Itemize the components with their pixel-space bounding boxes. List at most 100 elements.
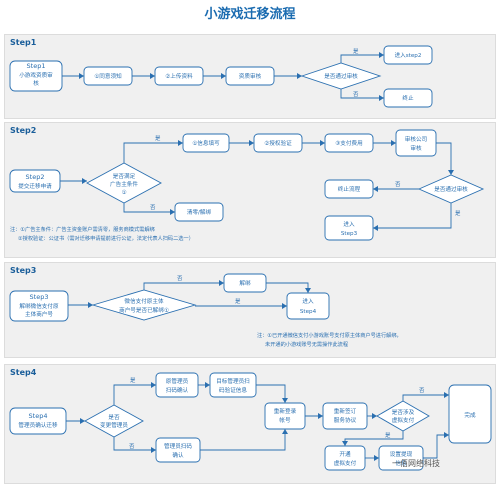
s1-arrow-no (340, 89, 384, 101)
s1-decision-label: 是否通过审核 (324, 72, 358, 80)
s4-withdraw-line2: 信息 (395, 459, 407, 467)
s4-sign-box (322, 402, 368, 430)
s2-note-1: 注：①广告主条件：广告主资金账户需清零，服务商模式需解绑 (10, 225, 155, 233)
s1-decision (300, 62, 382, 90)
s3-no-label: 否 (177, 275, 183, 282)
s2-arrow-5 (436, 142, 454, 175)
s4-relogin-box (264, 402, 306, 430)
s3-decision-line1: 微信支付原主体 (124, 297, 164, 305)
s1-end-label: 终止 (402, 94, 414, 102)
s3-arrow-no (143, 280, 224, 290)
s2-pay-label: ③支付费用 (335, 139, 362, 147)
s2-start-line1: Step2 (26, 173, 45, 181)
s2-enter-line2: Step3 (341, 231, 358, 237)
s3-start-line2: 解绑微信支付原 (19, 302, 59, 310)
s2-no-label: 否 (150, 204, 156, 211)
step4-title: Step4 (10, 368, 37, 377)
s2-info-label: ①信息填写 (192, 139, 220, 147)
s2-decision2 (417, 174, 485, 204)
s4-admin-scan-line1: 管理员扫码 (164, 442, 192, 450)
s4-relogin-line2: 帐号 (279, 416, 291, 424)
step2-flow: Step2 提交迁移申请 是否满足 广告主条件 ① ①信息填写 ②授权验证 ③支… (9, 129, 485, 242)
s3-unbind-label: 解绑 (239, 279, 251, 287)
s3-start-line1: Step3 (30, 293, 49, 301)
s4-orig-admin-line1: 原管理员 (166, 377, 189, 385)
s3-enter-box (286, 292, 330, 320)
s4-admin-scan-line2: 确认 (172, 451, 184, 459)
s2-arrow-yes (123, 140, 183, 163)
s4-decision-line2: 变更管理员 (100, 421, 128, 429)
s2-arrow-no (123, 203, 175, 215)
s2-decision-line1: 是否满足 (113, 172, 136, 180)
s1-agree-label: ①同意须知 (94, 72, 122, 80)
s1-review-label: 资质审核 (239, 72, 262, 80)
s4-arrow-yes (113, 382, 156, 405)
s4-withdraw-line1: 设置提现 (390, 450, 413, 458)
s2-auth-label: ②授权验证 (264, 139, 292, 147)
watermark: 一佰网络科技 (392, 459, 440, 468)
s4-arrow-no (113, 437, 156, 453)
s2-review-line2: 审核 (410, 144, 422, 152)
s2-clear-label: 清零/解绑 (187, 208, 212, 216)
s1-next-label: 进入step2 (395, 51, 422, 59)
s2-no2-label: 否 (395, 181, 401, 188)
s4-sign-line2: 服务协议 (334, 416, 357, 424)
step2-panel: Step2 Step2 提交迁移申请 是否满足 广告主条件 ① ①信息填写 ②授… (4, 122, 496, 258)
s2-stop-label: 终止流程 (338, 185, 361, 193)
step3-panel: Step3 Step3 解绑微信支付原 主体商户号 微信支付原主体 商户号是否已… (4, 262, 496, 358)
s2-yes-label: 是 (155, 135, 161, 142)
step4-panel: Step4 Step4 管理员确认迁移 是否 变更管理员 原管理员 扫码确认 目… (4, 364, 496, 484)
s3-enter-line2: Step4 (300, 309, 317, 315)
s2-note-2: ②授权验证：公证书（需对迁移申请提前进行公证，法定代表人扫码二选一） (18, 234, 194, 242)
s4-open-vpay-line1: 开通 (339, 450, 351, 458)
s1-arrow-yes (340, 52, 384, 63)
s3-yes-label: 是 (235, 298, 241, 305)
s2-decision (86, 162, 162, 204)
s4-sign-line1: 重新签订 (334, 407, 357, 415)
s4-orig-admin-line2: 扫码确认 (166, 386, 189, 394)
s4-arrow-yes2 (342, 431, 404, 446)
step1-flow: Step1 小游戏资质审 核 ①同意须知 ②上传资料 资质审核 是否通过审核 进… (9, 45, 433, 108)
s3-decision-line2: 商户号是否已解绑① (119, 306, 169, 314)
step3-flow: Step3 解绑微信支付原 主体商户号 微信支付原主体 商户号是否已解绑① 解绑… (9, 273, 402, 348)
step4-flow: Step4 管理员确认迁移 是否 变更管理员 原管理员 扫码确认 目标管理员扫 … (9, 372, 492, 471)
s4-yes2-label: 是 (385, 432, 391, 439)
s3-enter-line1: 进入 (302, 297, 314, 305)
s2-decision-line3: ① (121, 189, 126, 196)
s1-start-line3: 核 (33, 79, 39, 87)
step1-panel: Step1 Step1 小游戏资质审 核 ①同意须知 ②上传资料 资质审核 是否… (4, 34, 496, 119)
s2-start-line2: 提交迁移申请 (18, 182, 52, 190)
s3-start-line3: 主体商户号 (25, 310, 53, 318)
s1-no-label: 否 (353, 91, 359, 98)
s4-decision2-line1: 是否涉及 (392, 408, 415, 416)
step1-title: Step1 (10, 38, 37, 47)
s1-start-line1: Step1 (27, 62, 46, 70)
step2-title: Step2 (10, 126, 37, 135)
s2-enter-line1: 进入 (343, 220, 355, 228)
s1-upload-label: ②上传资料 (165, 72, 193, 80)
s2-decision2-label: 是否通过审核 (434, 185, 468, 193)
s3-note-1: 注：①已开通微信支付小游戏账号支付原主体商户号进行解绑， (257, 331, 402, 339)
s1-yes-label: 是 (353, 48, 359, 55)
s4-arrow-3 (256, 384, 288, 403)
step3-title: Step3 (10, 266, 37, 275)
s4-decision (84, 404, 144, 438)
s4-start-line1: Step4 (29, 412, 48, 420)
s2-review-box (395, 129, 437, 157)
s3-decision (91, 289, 197, 321)
s4-relogin-line1: 重新登录 (274, 407, 297, 415)
s2-yes2-label: 是 (455, 210, 461, 217)
s3-note-2: 未开通的小游戏账号无需操作此流程 (265, 340, 348, 348)
s4-done-label: 完成 (464, 411, 476, 419)
s4-done-box (448, 384, 492, 444)
s4-arrow-4 (200, 429, 288, 451)
s2-decision-line2: 广告主条件 (110, 180, 138, 188)
s4-no2-label: 否 (419, 387, 425, 394)
s1-start-line2: 小游戏资质审 (19, 71, 53, 79)
s4-yes-label: 是 (130, 377, 136, 384)
page-title: 小游戏迁移流程 (204, 7, 296, 22)
s3-arrow-2 (266, 282, 311, 293)
s4-open-vpay-line2: 虚拟支付 (334, 459, 357, 467)
s4-decision2-line2: 虚拟支付 (392, 416, 415, 424)
s3-start-box (9, 290, 69, 322)
